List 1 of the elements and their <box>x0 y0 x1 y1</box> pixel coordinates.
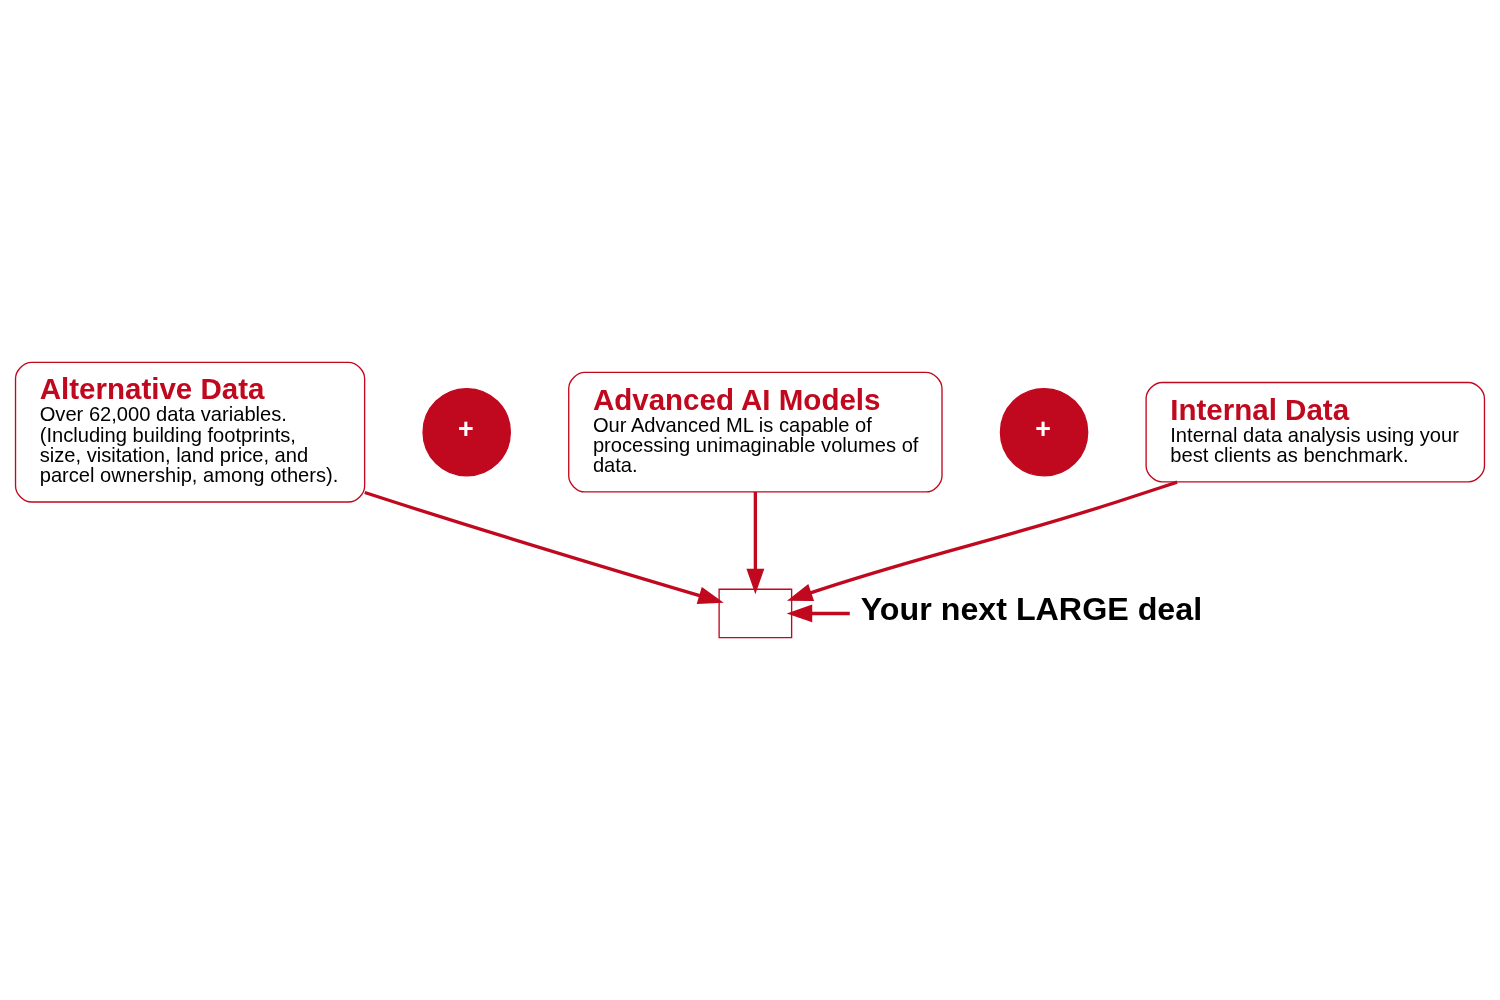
node-text: Your next LARGE deal <box>860 591 1203 628</box>
